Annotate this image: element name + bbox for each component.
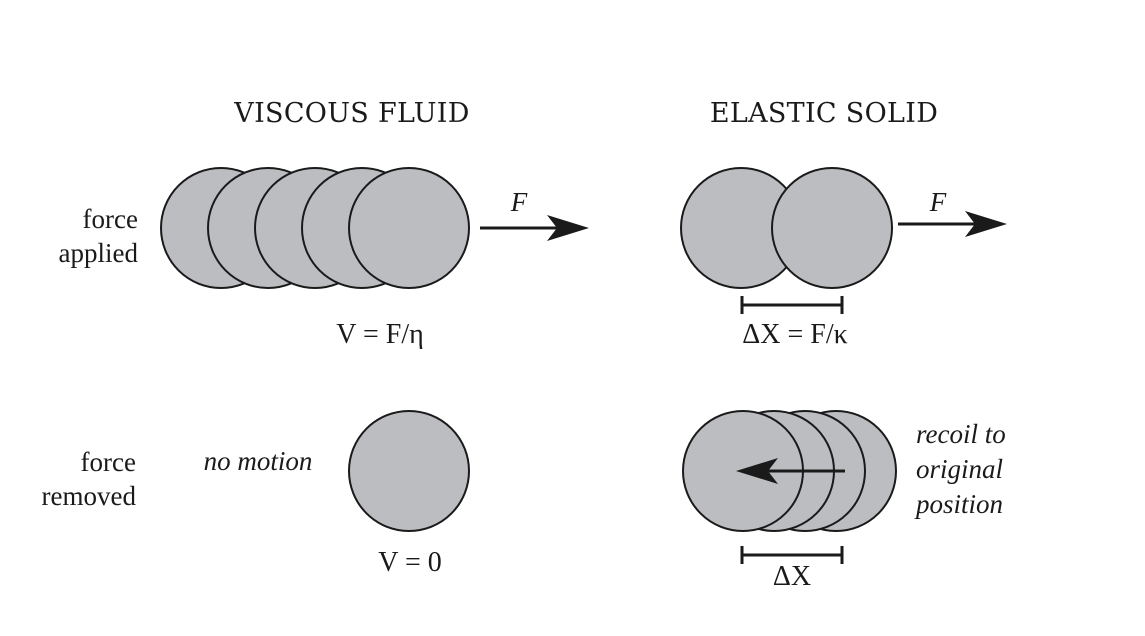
displacement-bracket-applied xyxy=(740,296,844,314)
heading-elastic-solid: ELASTIC SOLID xyxy=(710,98,938,129)
displacement-bracket-removed xyxy=(740,546,844,564)
recoil-label-line-3: position xyxy=(914,489,1003,519)
solid-force-arrow xyxy=(898,211,1007,237)
no-motion-label: no motion xyxy=(204,446,313,476)
fluid-ball-rest xyxy=(348,410,470,532)
recoil-arrow xyxy=(736,458,845,484)
solid-recoil-balls xyxy=(682,410,897,532)
row-label-removed: removed xyxy=(42,481,137,511)
recoil-label-line-2: original xyxy=(916,454,1003,484)
solid-applied-balls xyxy=(680,167,893,289)
fluid-arrow-head xyxy=(547,215,589,241)
solid-ball-displaced xyxy=(771,167,893,289)
fluid-applied-balls xyxy=(160,167,470,289)
recoil-label-line-1: recoil to xyxy=(916,419,1006,449)
fluid-ball-5 xyxy=(348,167,470,289)
solid-arrow-head xyxy=(965,211,1007,237)
solid-force-label: F xyxy=(929,187,947,217)
fluid-force-label: F xyxy=(510,187,528,217)
fluid-force-arrow xyxy=(480,215,589,241)
row-label-force-2: force xyxy=(81,447,136,477)
fluid-zero-velocity-equation: V = 0 xyxy=(378,547,442,578)
row-label-applied: applied xyxy=(59,238,139,268)
fluid-velocity-equation: V = F/η xyxy=(336,319,424,350)
recoil-arrow-head xyxy=(736,458,778,484)
recoil-displacement-label: ΔX xyxy=(773,561,811,592)
heading-viscous-fluid: VISCOUS FLUID xyxy=(233,98,469,129)
row-label-force: force xyxy=(83,204,138,234)
solid-displacement-equation: ΔX = F/κ xyxy=(742,319,847,350)
